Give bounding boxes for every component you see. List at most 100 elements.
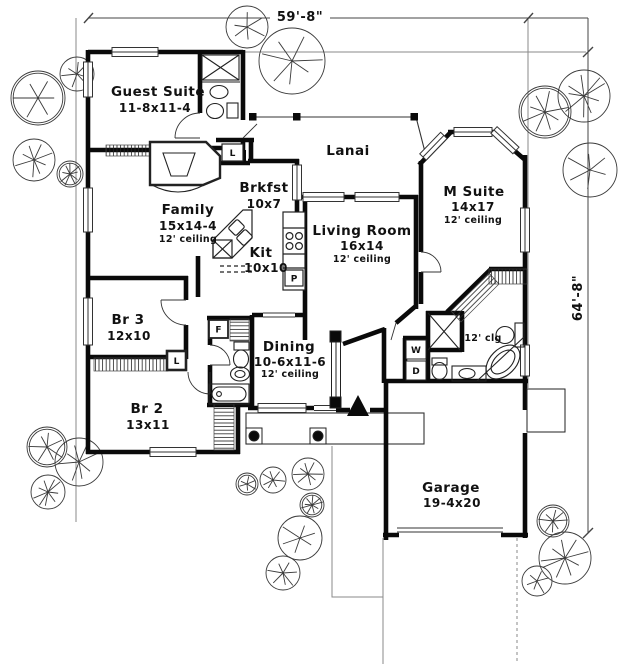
tree-icon: [30, 474, 66, 510]
entry-arrow: [347, 395, 369, 416]
svg-text:Kit: Kit: [249, 245, 272, 261]
window: [520, 207, 530, 253]
fixtures: [148, 54, 566, 445]
tree-icon: [562, 142, 618, 198]
svg-text:Br 2: Br 2: [130, 401, 163, 417]
dimension-lines: 59'-8" 64'-8": [83, 7, 594, 539]
label-garage: Garage 19-4x20: [422, 480, 480, 510]
kitchen-sink: [236, 229, 253, 246]
svg-text:Garage: Garage: [422, 480, 480, 496]
label-master: M Suite 14x17 12' ceiling: [443, 184, 504, 226]
svg-text:14x17: 14x17: [451, 200, 495, 214]
burner: [285, 242, 294, 251]
svg-text:Brkfst: Brkfst: [239, 180, 288, 196]
garage-door: [397, 527, 503, 533]
burner: [295, 232, 304, 241]
tree-icon: [259, 466, 287, 494]
dryer-label: D: [412, 367, 419, 377]
master-closet-band2: [488, 268, 528, 285]
pantry-label: P: [291, 275, 298, 285]
sink: [209, 84, 229, 100]
window: [520, 344, 530, 377]
window: [83, 187, 93, 233]
master-bath: [427, 312, 525, 382]
sink: [229, 366, 251, 382]
kitchen-fixtures: [212, 209, 306, 291]
closet-box-br3: [165, 349, 188, 372]
svg-text:Living Room: Living Room: [312, 223, 411, 239]
windows: [83, 47, 530, 457]
dim-label-bg: [568, 266, 586, 330]
tree-icon: [12, 138, 56, 182]
label-living: Living Room 16x14 12' ceiling: [312, 223, 411, 265]
walkway: [331, 446, 384, 664]
br2-wardrobe: [93, 357, 169, 372]
label-guest-suite: Guest Suite 11-8x11-4: [111, 84, 205, 115]
linen-label: F: [215, 326, 221, 336]
room-labels: Guest Suite 11-8x11-4 Family 15x14-4 12'…: [107, 84, 504, 510]
laundry: [405, 339, 427, 381]
svg-text:12' ceiling: 12' ceiling: [444, 215, 502, 226]
svg-text:10x10: 10x10: [244, 261, 288, 275]
colonnade: [329, 330, 342, 409]
tree-icon: [235, 472, 259, 496]
entry-porch: [245, 412, 425, 445]
label-family: Family 15x14-4 12' ceiling: [159, 202, 217, 245]
closet-hatching: [93, 144, 528, 451]
washer-box: [405, 339, 427, 360]
closet-label-br3: L: [174, 357, 180, 367]
tree-icon: [277, 515, 323, 561]
toilet: [495, 325, 515, 345]
sink: [458, 367, 476, 380]
label-lanai: Lanai: [326, 143, 370, 159]
svg-text:10x7: 10x7: [247, 197, 282, 211]
pantry-box: [284, 269, 304, 287]
svg-text:12x10: 12x10: [107, 329, 151, 343]
label-br3: Br 3 12x10: [107, 312, 151, 343]
svg-text:Guest Suite: Guest Suite: [111, 84, 205, 100]
hall-bath: [208, 319, 251, 405]
tree-icon: [265, 555, 301, 591]
svg-text:11-8x11-4: 11-8x11-4: [119, 101, 191, 115]
tub: [485, 344, 521, 380]
tree-icon: [536, 504, 570, 538]
tree-icon: [54, 437, 104, 487]
svg-text:Br 3: Br 3: [111, 312, 144, 328]
garage-bumpout: [526, 388, 566, 433]
svg-text:16x14: 16x14: [340, 239, 384, 253]
tub-platform: [476, 336, 525, 382]
bay-windows: [419, 126, 520, 161]
linen-closet: [229, 318, 250, 342]
label-brkfst: Brkfst 10x7: [239, 180, 288, 211]
burner: [285, 232, 294, 241]
lanai-rail: [250, 116, 426, 153]
tree-icon: [518, 85, 572, 139]
dimension-height-label: 64'-8": [571, 275, 586, 321]
tree-icon: [521, 565, 553, 597]
window: [292, 164, 302, 201]
kitchen-sink: [228, 219, 245, 236]
toilet-tank: [514, 322, 525, 348]
toilet-tank: [226, 102, 239, 119]
svg-text:12' ceiling: 12' ceiling: [261, 369, 319, 380]
dimension-width-label: 59'-8": [277, 10, 323, 25]
closet-box-brkfst: [221, 143, 244, 162]
tree-icon: [557, 69, 611, 123]
walls: [85, 49, 528, 540]
tree-icon: [299, 492, 325, 518]
tree-icon: [10, 70, 66, 126]
svg-text:M Suite: M Suite: [443, 184, 504, 200]
doors: [160, 112, 442, 395]
tree-icon: [291, 457, 325, 491]
svg-text:Dining: Dining: [263, 339, 315, 355]
linen-box: [208, 319, 229, 339]
label-dining: Dining 10-6x11-6 12' ceiling: [254, 339, 326, 380]
toilet-tank: [233, 341, 250, 351]
closet-label-brkfst: L: [230, 149, 236, 159]
window: [149, 447, 197, 457]
svg-text:15x14-4: 15x14-4: [159, 219, 217, 233]
tub: [208, 383, 250, 405]
tree-icon: [56, 160, 84, 188]
guest-bath: [201, 54, 240, 120]
